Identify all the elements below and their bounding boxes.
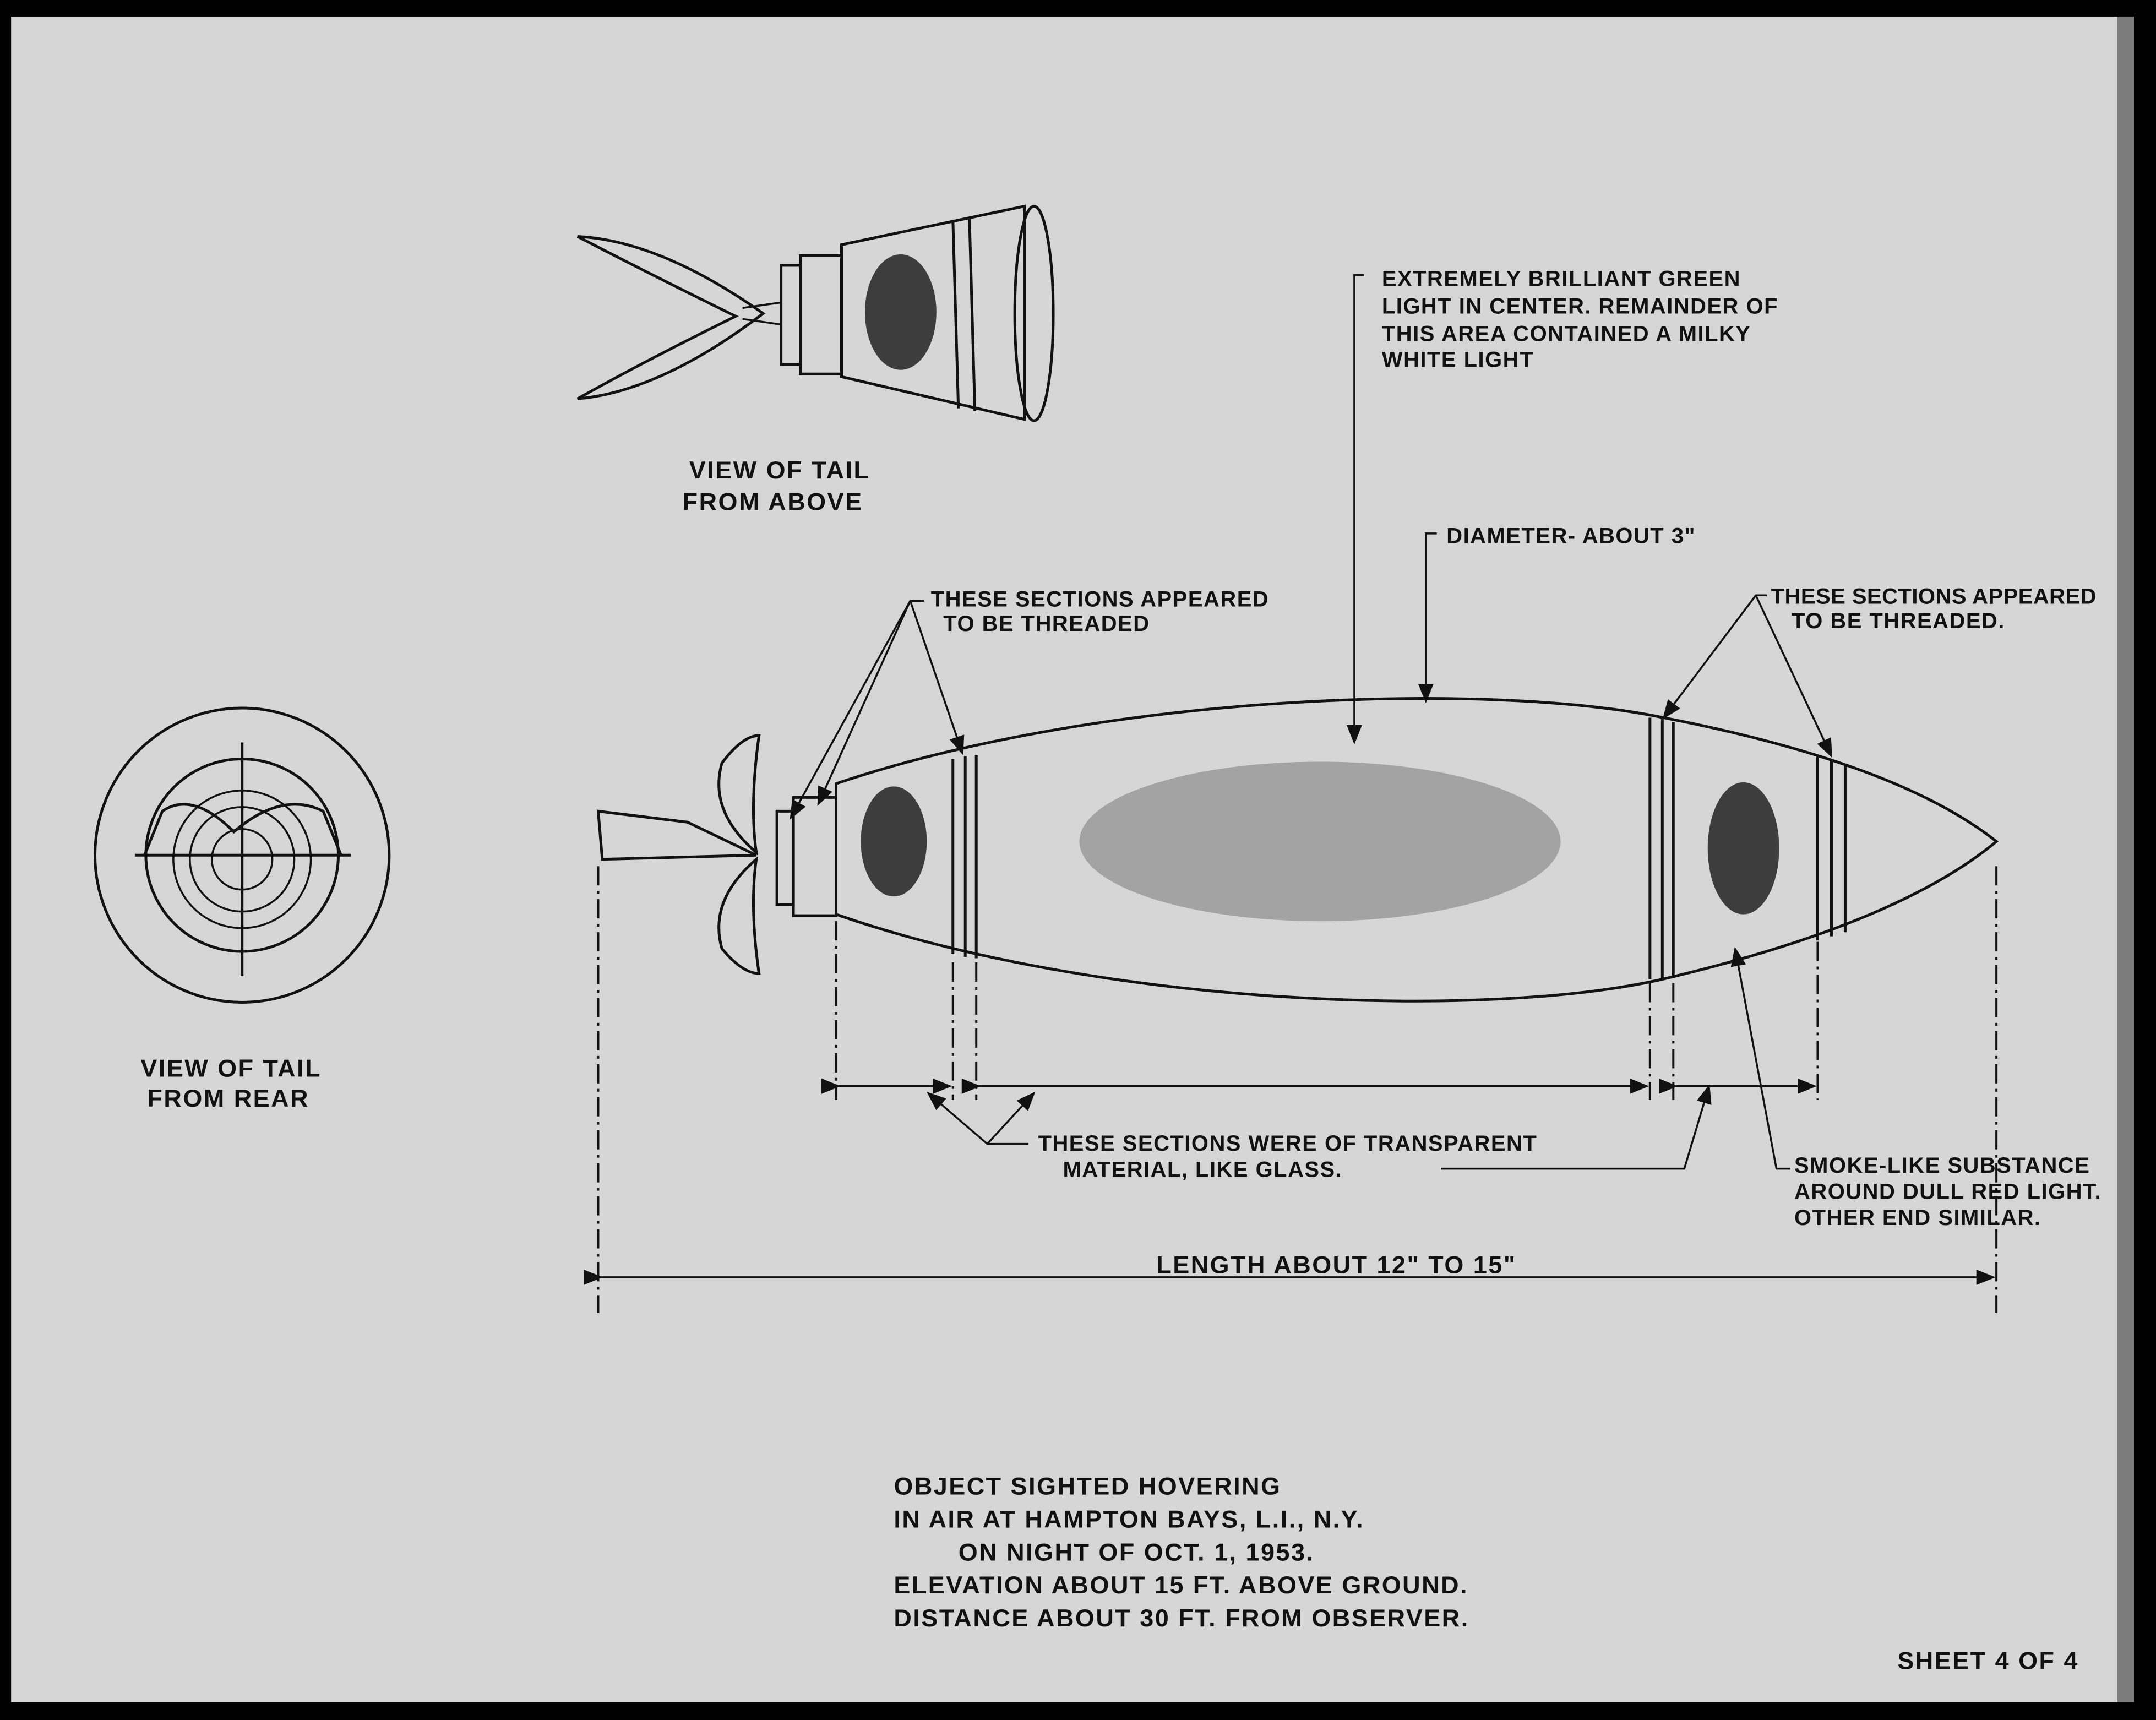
tail-top-view [576, 204, 1055, 422]
title-line: OBJECT SIGHTED HOVERING [894, 1472, 1281, 1500]
green-light-note: WHITE LIGHT [1382, 348, 1534, 372]
title-line: ELEVATION ABOUT 15 FT. ABOVE GROUND. [894, 1571, 1468, 1599]
edge-shadow [2117, 16, 2134, 1702]
top-view-caption: VIEW OF TAIL [689, 456, 870, 484]
title-line: ON NIGHT OF OCT. 1, 1953. [959, 1538, 1315, 1566]
green-light-note: THIS AREA CONTAINED A MILKY [1382, 322, 1751, 346]
leader-lines [584, 274, 1998, 1313]
threaded-note-right: THESE SECTIONS APPEARED [1771, 584, 2097, 608]
smoke-note: SMOKE-LIKE SUBSTANCE [1794, 1153, 2090, 1178]
threaded-note-left: THESE SECTIONS APPEARED [931, 587, 1269, 611]
tail-rear-view [94, 706, 391, 1004]
object-side-view [596, 697, 1999, 1003]
title-line: DISTANCE ABOUT 30 FT. FROM OBSERVER. [894, 1604, 1469, 1632]
smoke-note: OTHER END SIMILAR. [1794, 1206, 2041, 1230]
threaded-note-left: TO BE THREADED [943, 612, 1150, 636]
rear-view-caption: VIEW OF TAIL [140, 1054, 322, 1082]
length-dimension: LENGTH ABOUT 12" TO 15" [1156, 1250, 1516, 1278]
title-block: OBJECT SIGHTED HOVERING IN AIR AT HAMPTO… [894, 1472, 1469, 1632]
sheet-number: SHEET 4 OF 4 [1897, 1647, 2079, 1675]
threaded-note-right: TO BE THREADED. [1792, 609, 2005, 633]
rear-view-caption: FROM REAR [147, 1084, 309, 1112]
diameter-note: DIAMETER- ABOUT 3" [1446, 524, 1696, 548]
top-view-caption: FROM ABOVE [683, 487, 863, 515]
green-light-note: EXTREMELY BRILLIANT GREEN [1382, 266, 1741, 291]
smoke-note: AROUND DULL RED LIGHT. [1794, 1180, 2101, 1204]
green-light-note: LIGHT IN CENTER. REMAINDER OF [1382, 294, 1778, 318]
transparent-note: THESE SECTIONS WERE OF TRANSPARENT [1038, 1131, 1538, 1156]
title-line: IN AIR AT HAMPTON BAYS, L.I., N.Y. [894, 1505, 1364, 1533]
paper [11, 16, 2134, 1702]
transparent-note: MATERIAL, LIKE GLASS. [1063, 1158, 1343, 1182]
